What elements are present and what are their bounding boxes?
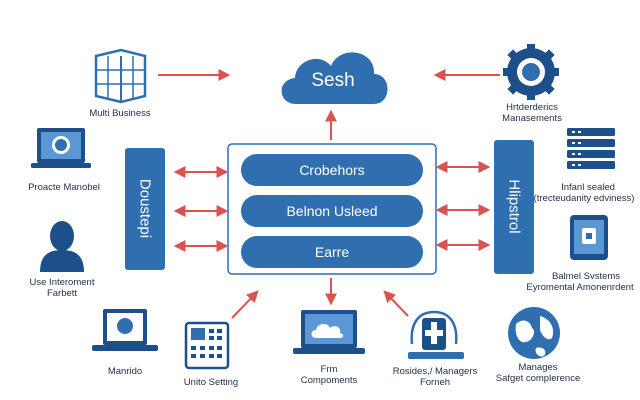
user-label-line1: Use Interoment — [29, 277, 95, 288]
manages-label-line1: Manages — [518, 362, 558, 373]
right-bar-label: Hlipstrol — [505, 179, 523, 234]
right-bar[interactable] — [494, 140, 534, 274]
core-item-1[interactable] — [241, 154, 423, 186]
core-item-1-label: Crobehors — [299, 162, 365, 178]
core-item-2[interactable] — [241, 195, 423, 227]
server-stack-icon — [567, 128, 615, 169]
left-bar[interactable] — [125, 148, 165, 270]
rosides-label-line1: Rosides,/ Managers — [392, 366, 478, 377]
core-item-3[interactable] — [241, 236, 423, 268]
cloud-label: Sesh — [311, 70, 355, 91]
core-item-3-label: Earre — [314, 244, 350, 260]
unito-setting-label: Unito Setting — [183, 377, 239, 388]
gear-icon — [503, 44, 559, 100]
services-management-label-line1: Hrtderderics — [506, 102, 558, 113]
mansido-label: Manrido — [107, 366, 143, 377]
laptop-cloud-icon — [293, 310, 365, 354]
balmed-label-line1: Balmel Svstems — [551, 271, 621, 282]
rosides-label-line2: Forneh — [419, 377, 451, 388]
proacte-manobel-label: Proacte Manobel — [28, 182, 100, 193]
user-avatar-icon — [40, 221, 84, 272]
medical-shield-icon — [408, 310, 464, 359]
manages-label-line2: Safget complerence — [495, 373, 581, 384]
tablet-icon — [570, 215, 608, 260]
connector-arrows — [158, 69, 500, 319]
services-management-label-line2: Manasements — [502, 113, 562, 124]
multi-business-label: Multi Business — [89, 108, 151, 119]
left-bar-label: Doustepi — [136, 178, 154, 239]
user-label-line2: Farbett — [46, 288, 78, 299]
laptop-globe-icon — [31, 128, 91, 168]
components-label-line1: Frm — [320, 364, 338, 375]
cloud-icon — [281, 52, 388, 104]
core-item-2-label: Belnon Usleed — [286, 203, 378, 219]
balmed-label-line2: Eyromental Amonenrdent — [526, 282, 634, 293]
pos-device-icon — [184, 321, 230, 370]
server-label-line1: Infanl sealed — [561, 182, 615, 193]
globe-icon — [508, 307, 560, 359]
building-icon — [94, 48, 147, 104]
laptop-security-icon — [92, 309, 158, 351]
components-label-line2: Compoments — [300, 375, 358, 386]
server-label-line2: (trecteudanity edviness) — [533, 193, 635, 204]
